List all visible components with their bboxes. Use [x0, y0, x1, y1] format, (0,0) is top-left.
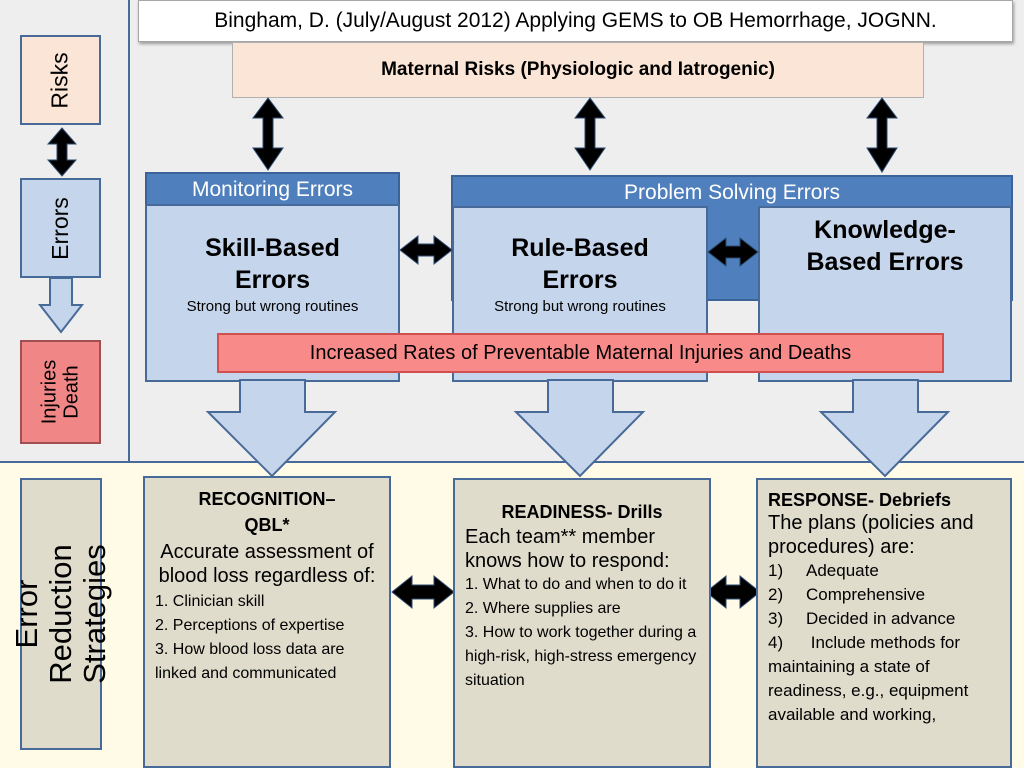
preventable-injuries-box: Increased Rates of Preventable Maternal … — [217, 333, 944, 373]
double-arrow-icon — [866, 97, 898, 173]
list-item-text: Include methods for maintaining a state … — [768, 633, 969, 724]
risks-label: Risks — [20, 35, 101, 125]
list-item-text: Decided in advance — [806, 609, 956, 628]
injuries-death-label: Injuries Death — [20, 340, 101, 444]
recognition-title: RECOGNITION–QBL* — [198, 489, 336, 535]
errors-label: Errors — [20, 178, 101, 278]
skill-based-errors-subtitle: Strong but wrong routines — [186, 298, 359, 315]
list-item: 3) Decided in advance — [768, 607, 1000, 631]
double-arrow-icon — [391, 574, 455, 610]
list-item-number: 4) — [768, 633, 784, 652]
maternal-risks-box: Maternal Risks (Physiologic and Iatrogen… — [232, 42, 924, 98]
double-arrow-icon — [46, 127, 78, 177]
list-item: 2) Comprehensive — [768, 583, 1000, 607]
down-arrow-icon — [37, 277, 85, 334]
double-arrow-icon — [707, 236, 759, 268]
down-arrow-icon — [818, 379, 951, 478]
double-arrow-icon — [399, 234, 453, 266]
double-arrow-icon — [574, 97, 606, 171]
down-arrow-icon — [513, 379, 646, 478]
list-item-number: 1) — [768, 561, 784, 580]
readiness-intro: Each team** member knows how to respond: — [465, 526, 670, 572]
rule-based-errors-subtitle: Strong but wrong routines — [494, 298, 666, 315]
readiness-strategy-box: READINESS- Drills Each team** member kno… — [453, 478, 711, 768]
monitoring-errors-text: Monitoring Errors — [191, 178, 354, 201]
section-divider — [0, 461, 1024, 463]
double-arrow-icon — [252, 97, 284, 171]
list-item: 3. How to work together during a high-ri… — [465, 624, 697, 689]
list-item: 1. Clinician skill — [155, 593, 265, 610]
list-item: 1) Adequate — [768, 559, 1000, 583]
recognition-strategy-box: RECOGNITION–QBL* Accurate assessment of … — [143, 476, 391, 768]
list-item: 2. Perceptions of expertise — [155, 617, 345, 634]
citation: Bingham, D. (July/August 2012) Applying … — [138, 0, 1013, 42]
knowledge-based-errors-title: Knowledge-Based Errors — [806, 216, 964, 276]
list-item-text: Adequate — [806, 561, 879, 580]
list-item-number: 3) — [768, 609, 784, 628]
response-strategy-box: RESPONSE- Debriefs The plans (policies a… — [756, 478, 1012, 768]
list-item: 2. Where supplies are — [465, 600, 621, 617]
response-title: RESPONSE- Debriefs — [768, 490, 952, 510]
list-item: 1. What to do and when to do it — [465, 576, 687, 593]
response-intro: The plans (policies and procedures) are: — [768, 512, 974, 558]
error-reduction-strategies-label: Error Reduction Strategies — [9, 478, 112, 750]
down-arrow-icon — [205, 379, 338, 478]
readiness-title: READINESS- Drills — [501, 502, 663, 522]
double-arrow-icon — [705, 574, 761, 610]
list-item: 3. How blood loss data are linked and co… — [155, 641, 345, 682]
list-item-number: 2) — [768, 585, 784, 604]
rule-based-errors-title: Rule-Based Errors — [511, 234, 649, 294]
problem-solving-errors-text: Problem Solving Errors — [624, 181, 840, 204]
list-item-text: Comprehensive — [806, 585, 926, 604]
skill-based-errors-title: Skill-Based Errors — [205, 234, 340, 294]
list-item: 4) Include methods for maintaining a sta… — [768, 631, 1000, 727]
recognition-intro: Accurate assessment of blood loss regard… — [158, 541, 376, 587]
column-divider — [128, 0, 130, 462]
